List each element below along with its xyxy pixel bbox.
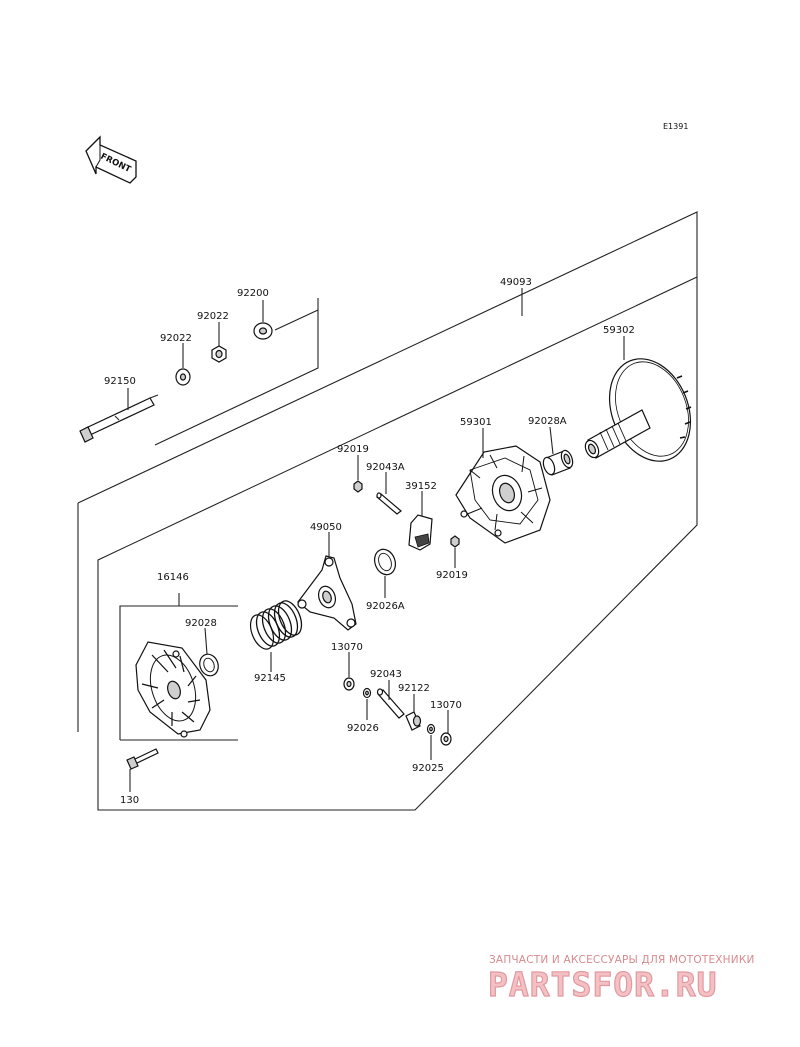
watermark-subtitle: ЗАПЧАСТИ И АКСЕССУАРЫ ДЛЯ МОТОТЕХНИКИ xyxy=(489,954,755,966)
label-49050: 49050 xyxy=(310,522,342,533)
label-92043A: 92043A xyxy=(366,462,405,473)
label-92019-b: 92019 xyxy=(436,570,468,581)
front-arrow-icon: FRONT xyxy=(85,135,137,184)
bolt-group-bracket xyxy=(154,298,319,446)
diagram-code: E1391 xyxy=(663,122,688,131)
washer-92025 xyxy=(426,723,436,735)
pin-92043 xyxy=(376,688,405,719)
leader-lines xyxy=(127,288,625,792)
cover-16146 xyxy=(135,641,211,738)
nut-92019-b xyxy=(450,535,460,548)
label-59301: 59301 xyxy=(460,417,492,428)
label-92026A: 92026A xyxy=(366,601,405,612)
roller-13070-b xyxy=(440,732,452,746)
watermark-brand: PARTSFOR.RU xyxy=(488,965,718,1004)
sheave-group-bracket xyxy=(119,593,238,741)
label-92150: 92150 xyxy=(104,376,136,387)
label-92028: 92028 xyxy=(185,618,217,629)
label-92026: 92026 xyxy=(347,723,379,734)
label-92025: 92025 xyxy=(412,763,444,774)
spring-92145 xyxy=(249,600,303,650)
label-49093: 49093 xyxy=(500,277,532,288)
label-13070-b: 13070 xyxy=(430,700,462,711)
bolt-130 xyxy=(126,748,159,770)
washer-92200 xyxy=(253,322,273,340)
label-92122: 92122 xyxy=(398,683,430,694)
weight-39152 xyxy=(408,514,433,551)
label-92200: 92200 xyxy=(237,288,269,299)
label-92022-a: 92022 xyxy=(160,333,192,344)
spider-49050 xyxy=(297,555,357,631)
label-130: 130 xyxy=(120,795,139,806)
roller-13070-a xyxy=(343,677,355,691)
bushing-92028 xyxy=(199,653,219,677)
pin-92043A xyxy=(376,492,402,515)
movable-sheave-59301 xyxy=(455,445,551,544)
fixed-sheave-59302 xyxy=(584,358,692,462)
nut-92019-a xyxy=(353,480,363,493)
ring-92026A xyxy=(374,548,396,576)
label-92028A: 92028A xyxy=(528,416,567,427)
washer-92022-a xyxy=(175,368,191,386)
label-59302: 59302 xyxy=(603,325,635,336)
label-13070-a: 13070 xyxy=(331,642,363,653)
washer-92026 xyxy=(362,687,372,699)
label-92019-a: 92019 xyxy=(337,444,369,455)
assembly-outline xyxy=(77,211,698,811)
nut-92022-b xyxy=(211,345,227,363)
bushing-92122 xyxy=(405,711,422,731)
bushing-92028A xyxy=(542,449,574,476)
label-39152: 39152 xyxy=(405,481,437,492)
bolt-92150 xyxy=(79,394,159,443)
watermark-logo: ЗАПЧАСТИ И АКСЕССУАРЫ ДЛЯ МОТОТЕХНИКИ PA… xyxy=(487,954,755,1005)
label-16146: 16146 xyxy=(157,572,189,583)
label-92043: 92043 xyxy=(370,669,402,680)
label-92145: 92145 xyxy=(254,673,286,684)
label-92022-b: 92022 xyxy=(197,311,229,322)
